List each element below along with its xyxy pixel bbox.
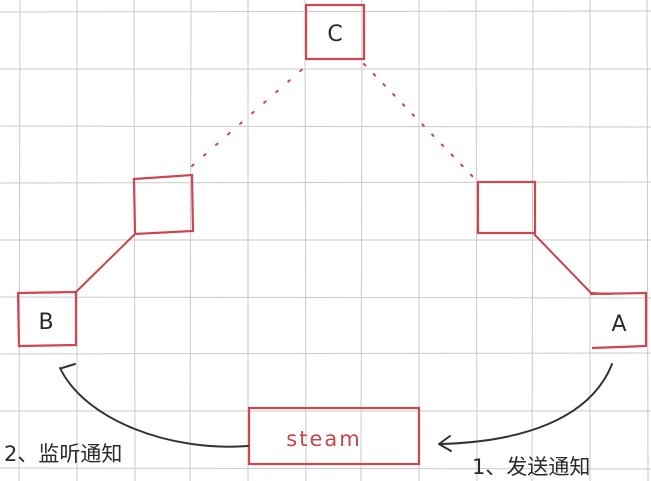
- node-right-intermediate: [476, 180, 537, 235]
- node-stream: steam: [247, 406, 421, 466]
- node-right-intermediate-box: [476, 180, 537, 235]
- edge-right-box-to-a: [533, 233, 612, 295]
- edge-left-box-to-c: [191, 65, 307, 167]
- grid-line-horizontal: [0, 125, 651, 128]
- node-left-intermediate-box: [132, 173, 195, 236]
- arrow-a-to-stream-curve: [439, 363, 613, 445]
- grid-line-horizontal: [0, 10, 651, 13]
- grid-line-horizontal: [0, 352, 651, 355]
- node-b-label: B: [38, 310, 53, 335]
- grid-line-horizontal: [0, 296, 651, 299]
- arrow-stream-to-b-head: [61, 363, 76, 369]
- grid-line-horizontal: [0, 467, 651, 470]
- edge-c-to-right-box: [363, 63, 479, 183]
- edge-b-to-left-box: [75, 233, 136, 293]
- node-stream-label: steam: [286, 427, 361, 451]
- arrow-a-to-stream: [438, 363, 613, 452]
- node-c-label: C: [327, 22, 342, 47]
- grid-line-horizontal: [0, 181, 651, 184]
- node-stream-box: [247, 406, 421, 466]
- node-a: A: [589, 291, 648, 350]
- node-left-intermediate: [132, 173, 195, 236]
- node-c-box: [304, 3, 366, 61]
- send-notice-label: 1、发送通知: [472, 455, 590, 479]
- node-a-label: A: [611, 312, 626, 337]
- node-b: B: [16, 290, 78, 348]
- listen-notice-label: 2、监听通知: [4, 442, 122, 466]
- arrow-a-to-stream-head: [438, 435, 452, 452]
- node-a-box: [589, 291, 648, 350]
- arrow-stream-to-b: [59, 363, 249, 448]
- node-c: C: [304, 3, 366, 61]
- connections: [75, 63, 612, 295]
- arrow-stream-to-b-curve: [59, 367, 249, 448]
- node-b-box: [16, 290, 78, 348]
